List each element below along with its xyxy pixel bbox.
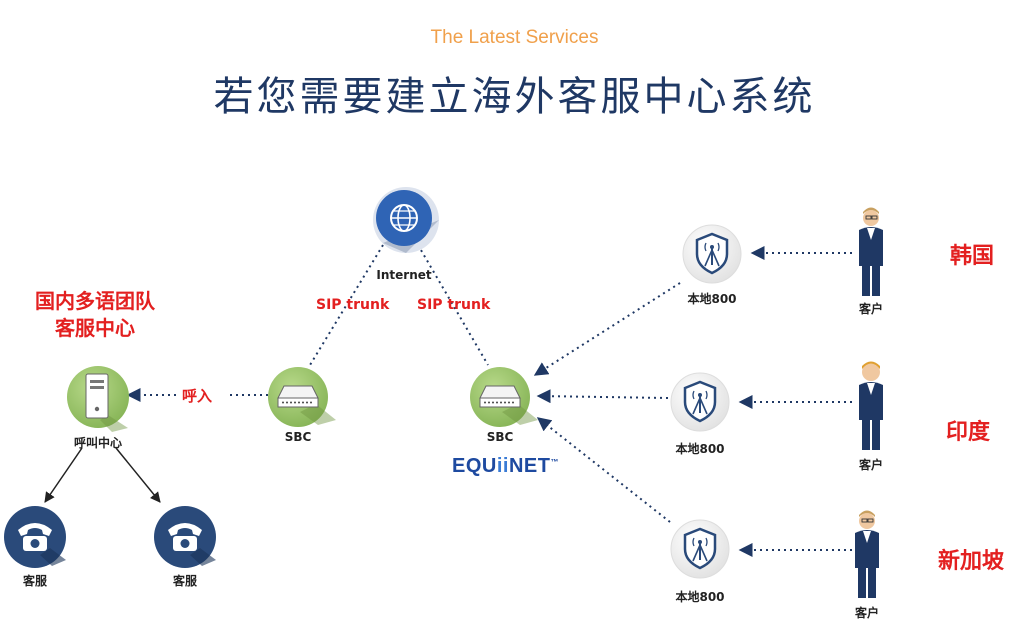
country-singapore-label: 新加坡 xyxy=(938,549,1005,574)
customer-label: 客户 xyxy=(854,606,879,620)
sip-trunk-left-label: SIP trunk xyxy=(316,297,390,313)
link-local3-sbc xyxy=(536,417,671,523)
team-title-line2: 客服中心 xyxy=(55,316,135,340)
subtitle: The Latest Services xyxy=(430,27,599,48)
internet-label: Internet xyxy=(376,268,432,282)
connector-lines xyxy=(126,244,852,557)
server-icon xyxy=(67,366,129,432)
team-title-line1: 国内多语团队 xyxy=(35,289,155,313)
equinix-logo: EQUiiNET™ xyxy=(452,455,559,477)
customer-label: 客户 xyxy=(858,458,883,472)
sip-trunk-right-label: SIP trunk xyxy=(417,297,491,313)
link-internet-sbc-right xyxy=(417,244,489,366)
customer-label: 客户 xyxy=(858,302,883,316)
tower-shield-icon xyxy=(670,372,730,432)
customer-person-icon xyxy=(859,361,883,450)
globe-icon xyxy=(373,187,439,253)
tower-shield-icon xyxy=(670,519,730,579)
inbound-label: 呼入 xyxy=(182,387,213,405)
customer-person-icon xyxy=(859,207,883,296)
local-800-label: 本地800 xyxy=(675,442,725,456)
telephone-icon xyxy=(154,506,216,568)
sbc-router-icon xyxy=(268,367,336,427)
local-800-label: 本地800 xyxy=(687,292,737,306)
agent-left-label: 客服 xyxy=(22,574,47,588)
sbc-left-label: SBC xyxy=(284,430,312,444)
link-callcenter-agent-right xyxy=(115,447,161,503)
country-korea-label: 韩国 xyxy=(950,244,995,269)
sbc-router-icon xyxy=(470,367,538,427)
link-local1-sbc xyxy=(533,282,681,376)
call-center-label: 呼叫中心 xyxy=(73,436,122,450)
link-local2-sbc xyxy=(536,389,669,404)
agent-right-label: 客服 xyxy=(172,574,197,588)
telephone-icon xyxy=(4,506,66,568)
sbc-right-label: SBC xyxy=(486,430,514,444)
link-callcenter-agent-left xyxy=(44,447,83,503)
tower-shield-icon xyxy=(682,224,742,284)
agent-links xyxy=(44,447,161,503)
local-800-label: 本地800 xyxy=(675,590,725,604)
customer-person-icon xyxy=(855,510,879,598)
country-india-label: 印度 xyxy=(946,420,991,445)
page-title: 若您需要建立海外客服中心系统 xyxy=(213,74,816,120)
